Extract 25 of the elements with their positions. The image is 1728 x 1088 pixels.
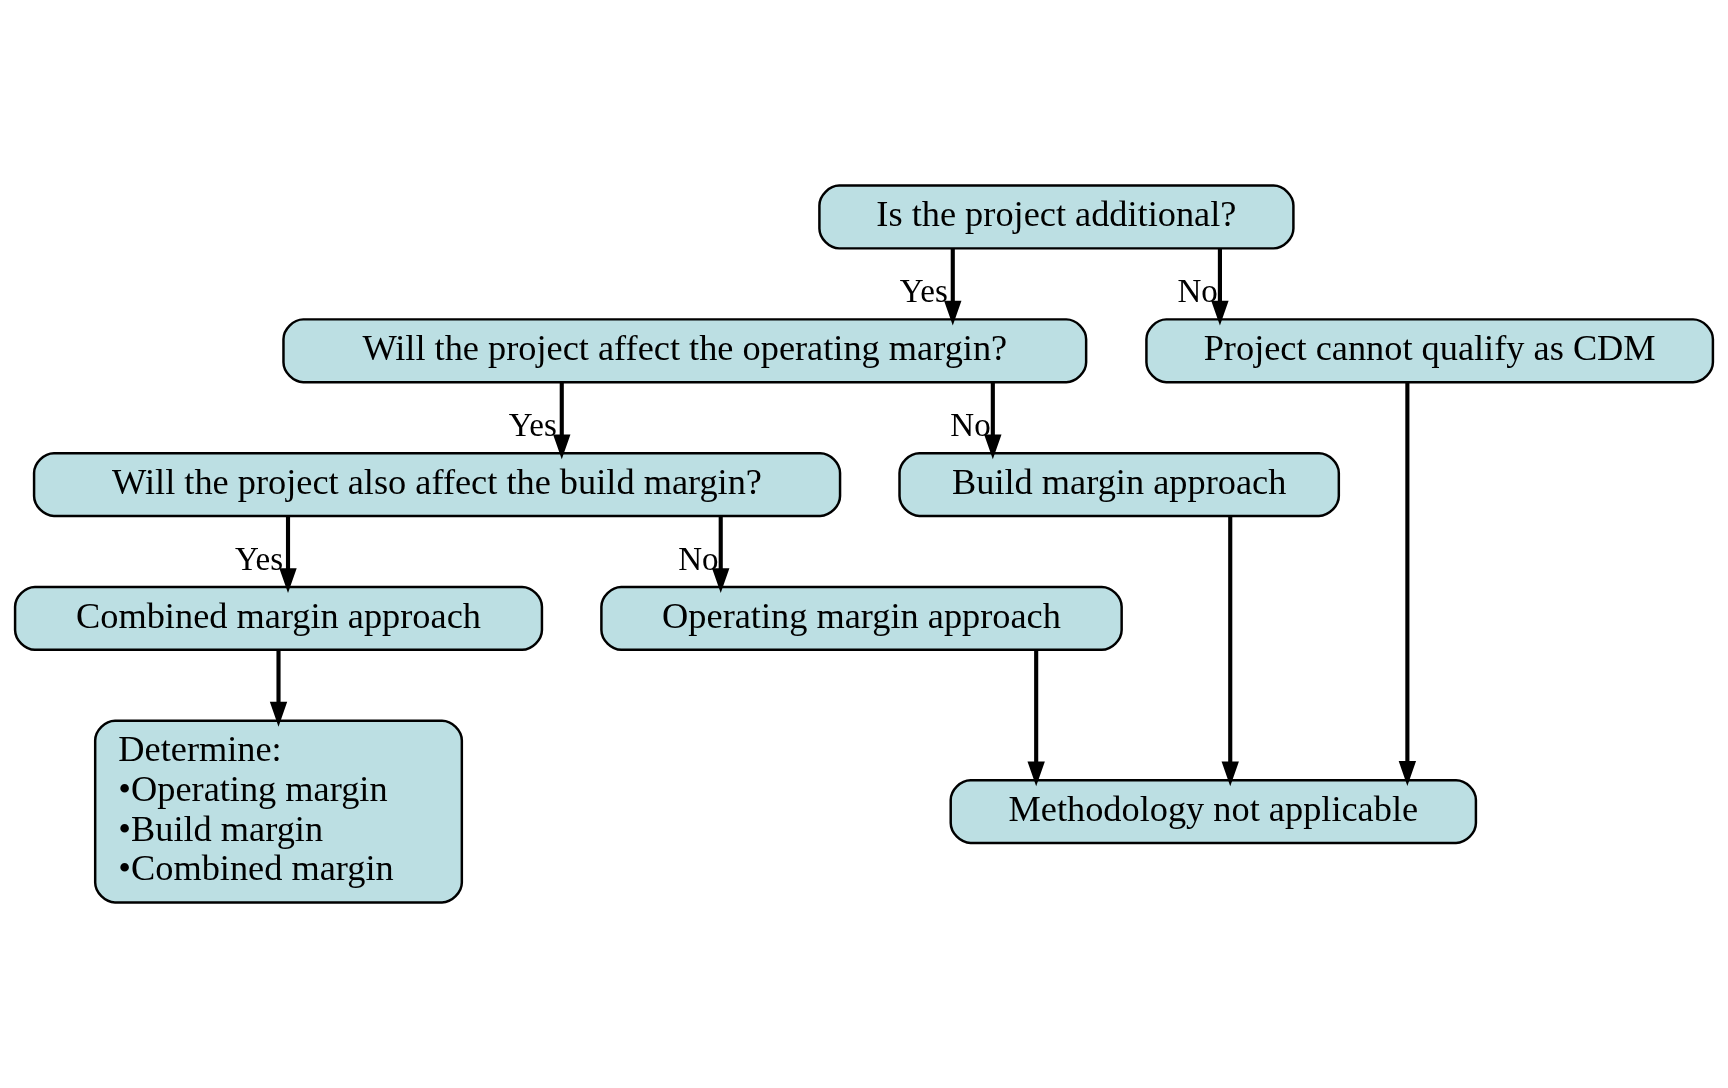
arrow bbox=[279, 516, 297, 594]
node-box: Will the project affect the operating margin? bbox=[282, 318, 1088, 384]
edge-label: No bbox=[1177, 273, 1218, 310]
node-box: Operating margin approach bbox=[600, 585, 1123, 651]
arrow bbox=[1221, 516, 1239, 787]
edge-label: Yes bbox=[235, 540, 284, 577]
edge-label: No bbox=[678, 540, 719, 577]
arrow bbox=[712, 516, 730, 594]
edge-label: No bbox=[950, 406, 991, 443]
node-box: Project cannot qualify as CDM bbox=[1145, 318, 1715, 384]
node-box: Methodology not applicable bbox=[949, 778, 1478, 845]
arrow bbox=[944, 248, 962, 326]
arrow bbox=[269, 649, 288, 727]
arrow bbox=[984, 382, 1002, 460]
arrow bbox=[1027, 649, 1045, 787]
edge-label: Yes bbox=[508, 406, 557, 443]
arrow bbox=[1398, 382, 1417, 786]
node-box: Will the project also affect the build margin? bbox=[32, 451, 842, 518]
node-box: Build margin approach bbox=[898, 451, 1341, 518]
node-box: Combined margin approach bbox=[13, 585, 544, 651]
arrow bbox=[1211, 248, 1229, 326]
arrow bbox=[553, 382, 571, 460]
node-box: Determine: •Operating margin •Build margin •Combined margin bbox=[93, 719, 464, 904]
edge-label: Yes bbox=[899, 273, 948, 310]
node-box: Is the project additional? bbox=[818, 184, 1295, 250]
